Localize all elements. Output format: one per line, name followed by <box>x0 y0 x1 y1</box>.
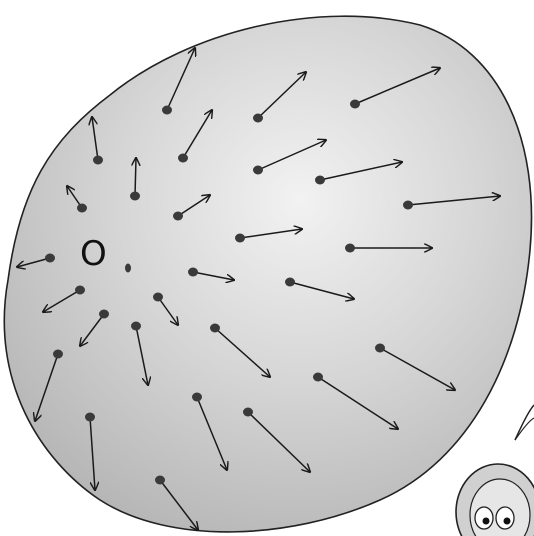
particle-dot-icon <box>313 373 323 382</box>
particle-dot-icon <box>188 268 198 277</box>
particle-dot-icon <box>77 204 87 213</box>
particle-dot-icon <box>192 393 202 402</box>
universe-blob <box>4 16 531 532</box>
particle-dot-icon <box>243 408 253 417</box>
particle-dot-icon <box>162 106 172 115</box>
particle-dot-icon <box>350 100 360 109</box>
particle-dot-icon <box>178 154 188 163</box>
particle-dot-icon <box>253 114 263 123</box>
particle-dot-icon <box>375 344 385 353</box>
particle-dot-icon <box>130 192 140 201</box>
particle-dot-icon <box>285 278 295 287</box>
particle-dot-icon <box>173 212 183 221</box>
particle-dot-icon <box>345 244 355 253</box>
origin-label: O <box>80 234 107 274</box>
particle-dot-icon <box>85 413 95 422</box>
particle-dot-icon <box>403 201 413 210</box>
particle-dot-icon <box>75 286 85 295</box>
particle-dot-icon <box>155 476 165 485</box>
particle-dot-icon <box>153 293 163 302</box>
particle-dot-icon <box>210 324 220 333</box>
particle-dot-icon <box>253 166 263 175</box>
origin-particle-dot-icon <box>125 264 131 273</box>
velocity-arrow-icon <box>135 158 136 196</box>
particle-dot-icon <box>235 234 245 243</box>
particle-dot-icon <box>131 322 141 331</box>
particle-dot-icon <box>315 176 325 185</box>
particle-dot-icon <box>93 156 103 165</box>
particle-dot-icon <box>45 254 55 263</box>
particle-dot-icon <box>99 310 109 319</box>
particle-dot-icon <box>53 350 63 359</box>
